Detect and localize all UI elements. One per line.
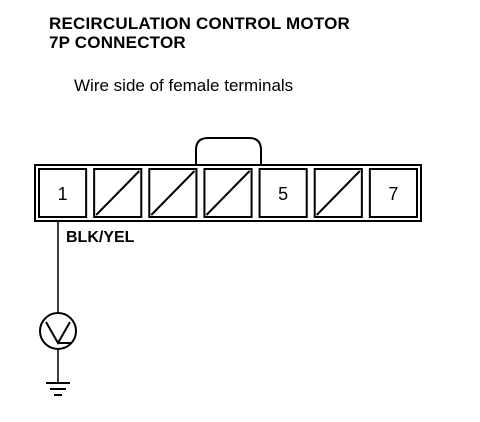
terminal-number-1: 1 xyxy=(58,184,68,204)
terminal-number-5: 5 xyxy=(278,184,288,204)
wire-color-label: BLK/YEL xyxy=(66,229,135,246)
unused-terminal-slash xyxy=(205,170,251,216)
terminal-cell-4 xyxy=(203,168,253,218)
view-label: Wire side of female terminals xyxy=(74,76,294,95)
terminal-cell-5: 5 xyxy=(258,168,308,218)
terminal-cells: 1 5 7 xyxy=(38,168,419,218)
connector-body xyxy=(34,164,422,222)
terminal-cell-7: 7 xyxy=(368,168,419,218)
terminal-cell-3 xyxy=(148,168,198,218)
terminal-cell-6 xyxy=(313,168,363,218)
unused-terminal-slash xyxy=(150,170,196,216)
terminal-cell-1: 1 xyxy=(38,168,88,218)
connector-lock-tab xyxy=(195,137,262,165)
title-line-1: RECIRCULATION CONTROL MOTOR xyxy=(49,14,350,33)
unused-terminal-slash xyxy=(95,170,140,216)
unused-terminal-slash xyxy=(316,170,361,216)
voltmeter-icon xyxy=(39,312,77,350)
terminal-cell-2 xyxy=(93,168,143,218)
diagram-title: RECIRCULATION CONTROL MOTOR 7P CONNECTOR xyxy=(49,14,350,52)
terminal-number-7: 7 xyxy=(388,184,398,204)
title-line-2: 7P CONNECTOR xyxy=(49,33,186,52)
ground-icon xyxy=(46,382,70,396)
